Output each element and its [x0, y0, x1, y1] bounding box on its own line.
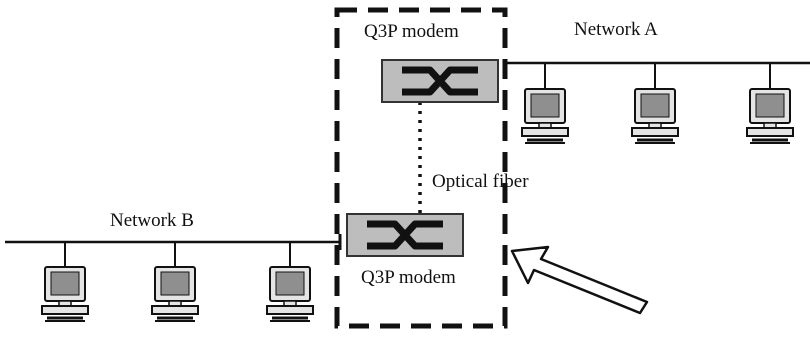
network-a-label: Network A [574, 19, 658, 40]
pointer-arrow [510, 245, 649, 315]
network-b-bus [5, 234, 342, 267]
network-a-computer [630, 87, 680, 145]
network-a-bus [505, 61, 810, 89]
modem-bottom [347, 214, 463, 256]
dashed-enclosure [334, 7, 508, 329]
network-b-computer [265, 265, 315, 323]
network-b-computer [40, 265, 90, 323]
modem-top [382, 60, 498, 102]
modem-bottom-label: Q3P modem [361, 267, 456, 288]
network-a-computer [520, 87, 570, 145]
network-b-label: Network B [110, 210, 194, 231]
modem-top-label: Q3P modem [364, 21, 459, 42]
network-b-computer [150, 265, 200, 323]
optical-fiber-label: Optical fiber [432, 171, 529, 192]
network-a-computer [745, 87, 795, 145]
